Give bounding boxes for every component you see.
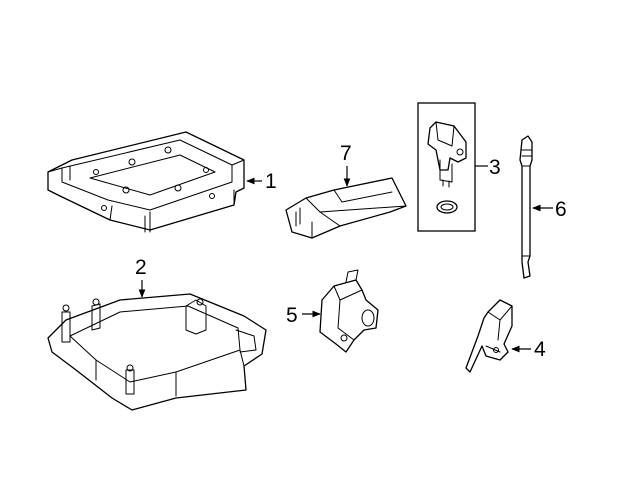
part-1-control-module[interactable] xyxy=(47,131,245,233)
part-5-sensor[interactable] xyxy=(319,269,379,353)
callout-7: 7 xyxy=(340,142,352,187)
part-7-relay-module[interactable] xyxy=(285,177,407,239)
callout-5: 5 xyxy=(286,304,321,327)
part-3-o-ring[interactable] xyxy=(436,200,458,214)
part-3-frame xyxy=(417,102,476,232)
part-6-level-sensor[interactable] xyxy=(519,135,533,279)
callout-4: 4 xyxy=(511,338,546,361)
callout-3-label: 3 xyxy=(489,156,501,179)
callout-4-label: 4 xyxy=(534,338,546,361)
callout-5-label: 5 xyxy=(286,304,298,327)
callout-6: 6 xyxy=(532,198,567,221)
callout-7-label: 7 xyxy=(340,142,352,165)
callout-1: 1 xyxy=(246,170,277,193)
callout-6-label: 6 xyxy=(555,198,567,221)
part-4-position-sensor[interactable] xyxy=(465,299,513,373)
part-2-mounting-bracket[interactable] xyxy=(47,293,267,411)
callout-1-label: 1 xyxy=(265,170,277,193)
callout-3: 3 xyxy=(475,156,501,179)
callout-2-label: 2 xyxy=(135,256,147,279)
callout-2: 2 xyxy=(135,256,147,298)
part-3-sensor[interactable] xyxy=(427,121,467,188)
